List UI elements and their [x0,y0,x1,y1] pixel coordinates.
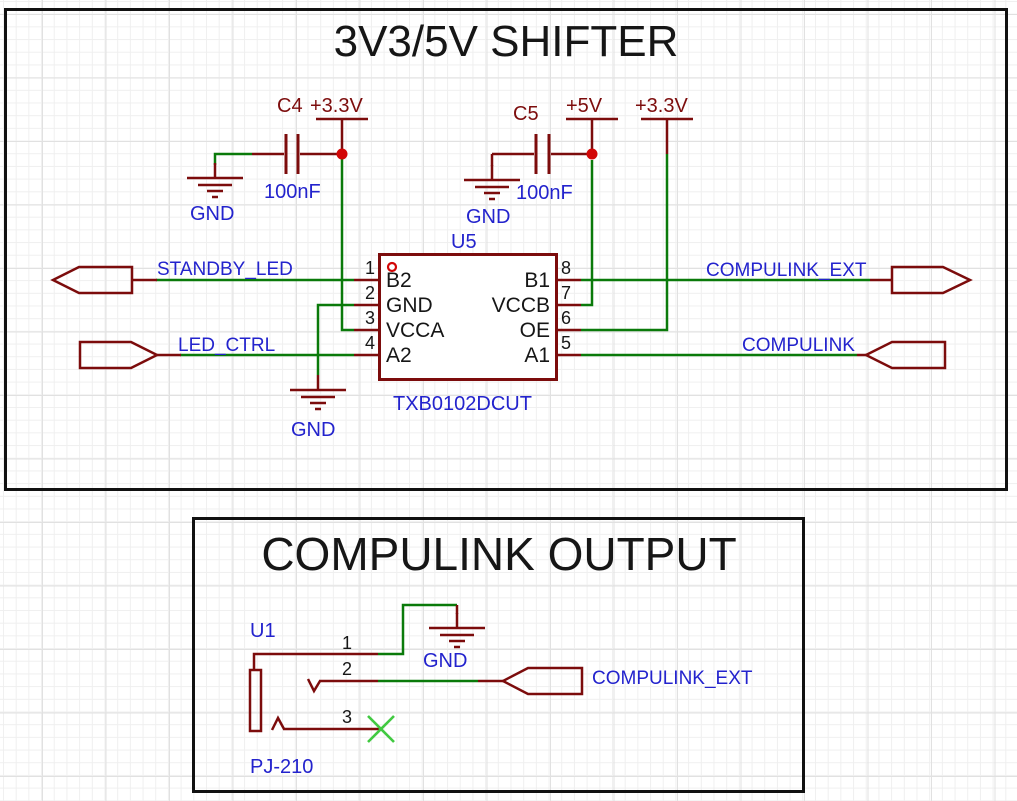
pin-name: A1 [524,344,550,367]
net-label-arrow-led-ctrl [78,340,160,370]
power-label-5v: +5V [566,95,603,117]
jack-ring-contact [270,715,286,731]
junction-dot [586,148,598,160]
net-label-led-ctrl: LED_CTRL [178,335,276,356]
pin-number: 8 [561,258,572,278]
u1-value: PJ-210 [250,756,314,778]
pin-number: 5 [561,333,572,353]
c4-value: 100nF [264,181,321,203]
wire-c4-gnd [213,152,252,165]
c4-ref: C4 [277,95,303,117]
wires-output [378,603,478,683]
capacitor-C4 [252,134,342,174]
gnd-label-output: GND [423,650,468,672]
net-label-compulink-ext: COMPULINK_EXT [706,260,867,281]
wire-3v3-to-oe [581,154,669,332]
net-label-compulink: COMPULINK [742,335,855,356]
gnd-label-c4: GND [190,203,235,225]
ic-U5-level-shifter [354,253,581,381]
net-label-arrow-standby-led [50,265,134,295]
gnd-label-c5: GND [466,206,511,228]
no-connect-cross [367,715,395,743]
wire-5v-to-vccb [581,160,594,307]
compulink-output-title: COMPULINK OUTPUT [261,528,737,580]
shifter-section-frame [4,8,1008,491]
pin-name: GND [386,294,433,317]
net-label-compulink-ext-out: COMPULINK_EXT [592,668,753,689]
pin-name: B2 [386,269,412,292]
pin-name: B1 [524,269,550,292]
jack-pin1-lead [252,652,378,670]
pin-number: 4 [364,333,375,353]
compulink-output-section-frame [192,517,805,793]
pin1-indicator-circle [386,261,398,273]
junction-dot [336,148,348,160]
power-flag-3v3-right [639,117,695,156]
wire-3v3-to-vcca [340,159,354,332]
capacitor-C5 [490,134,592,174]
u5-value: TXB0102DCUT [393,393,532,415]
pin-number: 2 [364,283,375,303]
gnd-symbol-output [427,611,487,649]
shifter-title: 3V3/5V SHIFTER [333,17,679,66]
pin-name: VCCA [386,319,445,342]
pin-name: VCCB [491,294,550,317]
wire-jack-gnd [378,603,457,656]
pin-number: 3 [341,707,352,727]
pin-number: 7 [561,283,572,303]
pin-number: 6 [561,308,572,328]
jack-tip-contact [306,678,322,694]
wire-pin2-to-gnd [316,303,354,375]
power-label-3v3-left: +3.3V [310,95,363,117]
pin-number: 1 [364,258,375,278]
net-label-arrow-compulink-ext-out [500,666,584,696]
power-label-3v3-right: +3.3V [635,95,688,117]
pin-number: 1 [341,633,352,653]
net-label-arrow-compulink [863,340,947,370]
gnd-label-u5: GND [291,419,336,441]
gnd-symbol-u5 [288,373,348,411]
gnd-symbol-c5 [462,163,522,201]
u1-ref: U1 [250,620,276,642]
wires-shifter [156,152,870,375]
gnd-symbol-c4 [185,161,245,199]
c5-ref: C5 [513,103,539,125]
connector-U1-jack [248,652,381,733]
pin-name: A2 [386,344,412,367]
pin-number: 3 [364,308,375,328]
net-label-arrow-compulink-ext [890,265,973,295]
u5-ref: U5 [451,231,477,253]
jack-sleeve [248,668,263,733]
net-label-standby-led: STANDBY_LED [157,259,293,280]
pin-number: 2 [341,659,352,679]
pin-name: OE [519,319,550,342]
c5-value: 100nF [516,182,573,204]
